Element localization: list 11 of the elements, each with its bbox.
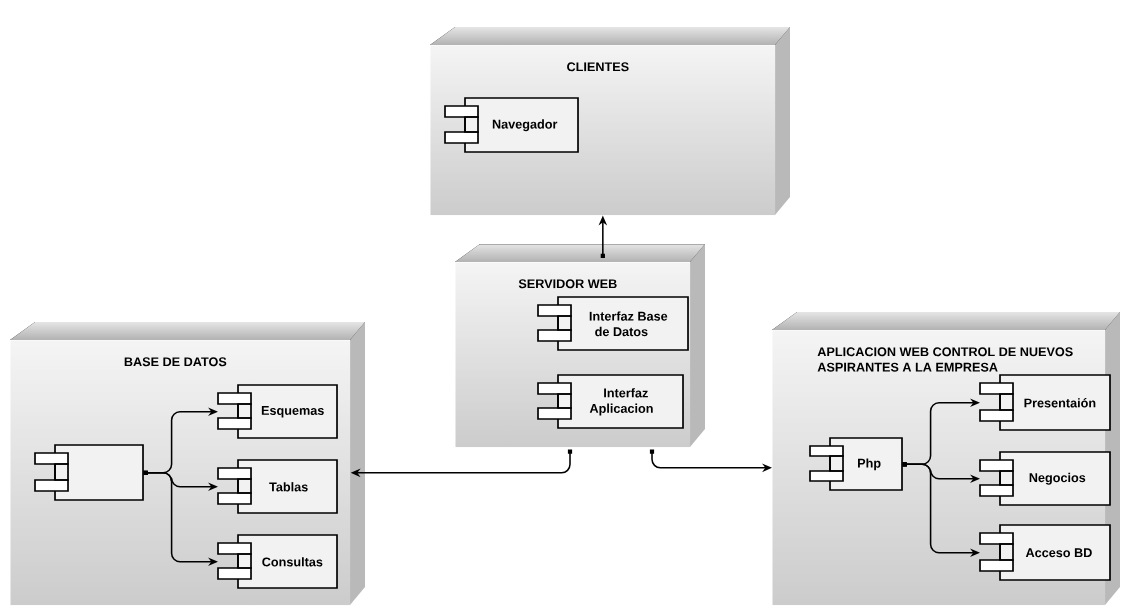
component-box xyxy=(34,444,144,501)
component-box: Tablas xyxy=(217,459,338,514)
component-box: Navegador xyxy=(444,97,579,153)
component-box: Esquemas xyxy=(217,384,338,439)
component-box: Php xyxy=(809,437,903,491)
component-box: Interfaz Base de Datos xyxy=(537,296,689,351)
component-box: Negocios xyxy=(979,451,1111,506)
component-box: Interfaz Aplicacion xyxy=(537,374,684,429)
component-box: Acceso BD xyxy=(979,524,1111,581)
component-box: Presentaión xyxy=(979,374,1111,431)
component-box: Consultas xyxy=(217,534,338,589)
